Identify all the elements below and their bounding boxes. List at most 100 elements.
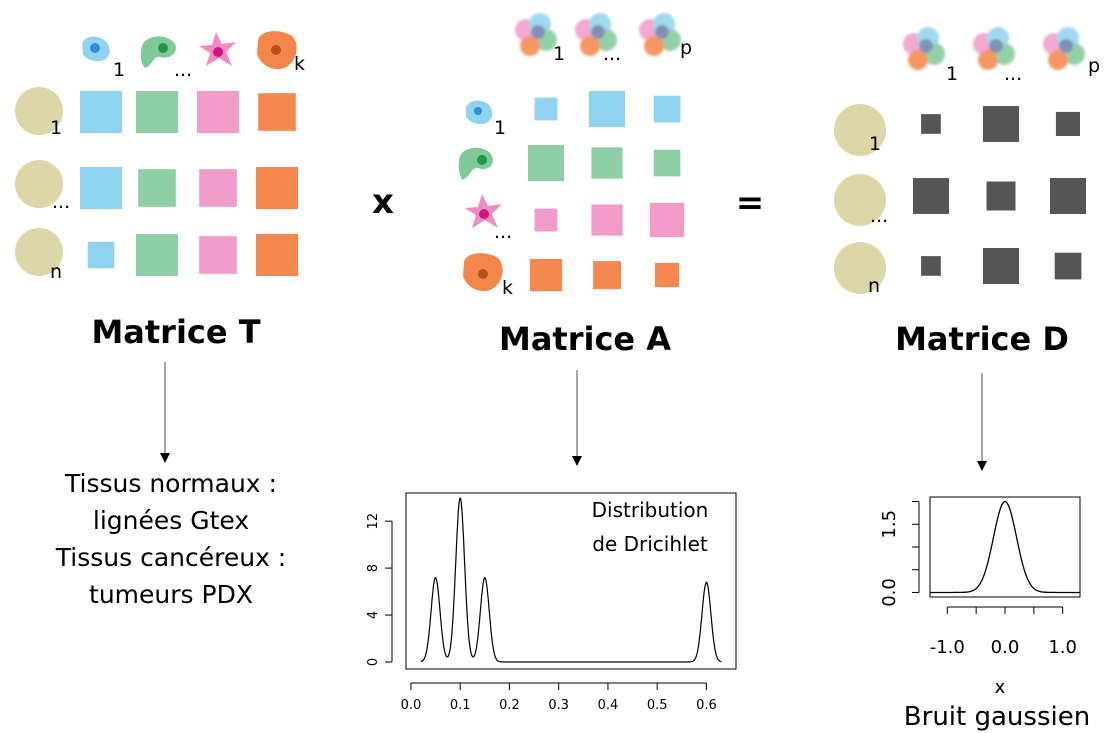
matrix-t-cell-0-1 bbox=[136, 91, 178, 133]
matrix-a-cell-1-2 bbox=[653, 149, 681, 177]
matrix-t-row-label-3: n bbox=[50, 261, 62, 283]
chart1-x-tick-label: 0.5 bbox=[647, 698, 668, 713]
multiply-operator: x bbox=[372, 182, 394, 222]
mixture-d1-icon bbox=[903, 27, 945, 70]
matrix-t-cells bbox=[80, 91, 298, 276]
chart2-x-tick-label: -1.0 bbox=[930, 637, 965, 658]
chart1-density-line bbox=[420, 497, 722, 663]
matrix-d-cell-2-1 bbox=[983, 248, 1019, 284]
matrix-d-col-label-3: p bbox=[1088, 55, 1100, 77]
sample-2-icon bbox=[15, 160, 63, 208]
matrix-a-col-label-2: ... bbox=[603, 43, 621, 65]
matrix-a-cells bbox=[528, 91, 685, 292]
cell-type-orange-icon bbox=[257, 31, 297, 70]
chart1-y-tick-label: 8 bbox=[366, 564, 381, 572]
matrix-a-row-label-1: 1 bbox=[494, 117, 506, 139]
matrix-a-cell-3-0 bbox=[529, 258, 563, 292]
matrix-t-group: 1 ... k 1 ... n Matrice T Tissus normaux… bbox=[15, 31, 305, 609]
matrix-d-cell-0-2 bbox=[1055, 111, 1080, 136]
matrix-d-cell-0-0 bbox=[921, 114, 941, 134]
matrix-t-cell-2-1 bbox=[136, 234, 178, 276]
chart1-x-tick-label: 0.1 bbox=[450, 698, 471, 713]
chart2-density-line bbox=[930, 500, 1080, 594]
matrix-a-cell-3-2 bbox=[654, 262, 679, 287]
matrix-a-title: Matrice A bbox=[499, 320, 671, 358]
matrix-a-cell-0-0 bbox=[534, 97, 558, 121]
matrix-d-title: Matrice D bbox=[895, 320, 1069, 358]
matrix-d-row-label-1: 1 bbox=[869, 133, 881, 155]
matrix-a-cell-1-0 bbox=[528, 145, 564, 181]
matrix-d-cell-1-1 bbox=[986, 181, 1016, 211]
matrix-d-cell-2-2 bbox=[1054, 252, 1082, 280]
matrix-t-desc-line-4: tumeurs PDX bbox=[89, 580, 253, 609]
chart2-x-tick-label: 0.0 bbox=[991, 637, 1020, 658]
matrix-a-cell-2-0 bbox=[534, 208, 558, 232]
matrix-t-col-label-2: ... bbox=[174, 59, 192, 81]
matrix-t-cell-0-2 bbox=[197, 91, 239, 133]
matrix-t-desc-line-1: Tissus normaux : bbox=[64, 469, 277, 498]
chart2-y-tick-label: 0.0 bbox=[879, 578, 900, 607]
matrix-t-desc-line-2: lignées Gtex bbox=[93, 506, 249, 535]
chart1-y-tick-label: 12 bbox=[366, 513, 381, 530]
chart1-x-tick-label: 0.2 bbox=[499, 698, 520, 713]
chart1-annotation-line-2: de Dricihlet bbox=[592, 532, 708, 556]
matrix-a-cell-1-1 bbox=[591, 147, 623, 179]
matrix-t-cell-2-2 bbox=[199, 236, 237, 274]
matrix-a-col-label-1: 1 bbox=[553, 43, 565, 65]
matrix-d-col-label-1: 1 bbox=[946, 63, 958, 85]
matrix-a-cell-0-1 bbox=[589, 91, 625, 127]
matrix-t-desc-line-3: Tissus cancéreux : bbox=[55, 543, 286, 572]
matrix-t-cell-1-3 bbox=[256, 167, 298, 209]
matrix-a-cell-2-2 bbox=[649, 202, 685, 238]
cell-type-blue-icon bbox=[82, 36, 110, 62]
cell-type-pink-icon bbox=[199, 32, 236, 66]
matrix-d-desc: Bruit gaussien bbox=[904, 702, 1090, 732]
chart1-y-tick-label: 0 bbox=[366, 658, 381, 666]
matrix-d-row-label-3: n bbox=[868, 275, 880, 297]
mixture-d2-icon bbox=[973, 27, 1015, 70]
mixture-1-icon bbox=[515, 13, 557, 56]
chart2-y-tick-label: 1.5 bbox=[879, 510, 900, 539]
chart1-y-tick-label: 4 bbox=[366, 611, 381, 619]
sample-n-icon bbox=[15, 228, 63, 276]
mixture-dp-icon bbox=[1043, 27, 1085, 70]
chart1-x-tick-label: 0.4 bbox=[598, 698, 619, 713]
row-cell-green-icon bbox=[458, 147, 494, 180]
matrix-a-row-label-2: ... bbox=[494, 221, 512, 243]
row-cell-pink-icon bbox=[465, 194, 502, 228]
matrix-t-cell-2-0 bbox=[87, 241, 115, 269]
cell-type-green-icon bbox=[140, 36, 176, 68]
matrix-a-col-label-3: p bbox=[680, 37, 692, 59]
matrix-t-cell-0-3 bbox=[258, 93, 296, 131]
matrix-t-col-label-1: 1 bbox=[113, 59, 125, 81]
row-cell-blue-icon bbox=[466, 100, 493, 125]
chart1-x-tick-label: 0.3 bbox=[548, 698, 569, 713]
matrix-d-col-label-2: ... bbox=[1004, 63, 1022, 85]
matrix-d-cell-2-0 bbox=[921, 256, 941, 276]
chart1-annotation-line-1: Distribution bbox=[592, 498, 709, 522]
matrix-d-row-label-2: ... bbox=[870, 205, 888, 227]
sample-dn-icon bbox=[834, 242, 886, 294]
chart2-xlabel: x bbox=[995, 677, 1006, 698]
chart2-frame bbox=[929, 496, 1081, 598]
sample-d2-icon bbox=[834, 174, 886, 226]
mixture-2-icon bbox=[575, 13, 617, 56]
mixture-p-icon bbox=[639, 13, 681, 56]
matrix-a-row-label-3: k bbox=[502, 277, 513, 299]
matrix-t-row-label-2: ... bbox=[52, 191, 70, 213]
matrix-t-cell-1-1 bbox=[138, 169, 176, 207]
sample-1-icon bbox=[15, 87, 63, 135]
chart1-x-tick-label: 0.6 bbox=[696, 698, 717, 713]
matrix-t-col-label-3: k bbox=[294, 53, 305, 75]
matrix-a-cell-2-1 bbox=[591, 204, 623, 236]
matrix-a-cell-3-1 bbox=[593, 261, 621, 289]
row-cell-orange-icon bbox=[463, 253, 503, 292]
matrix-t-row-label-1: 1 bbox=[50, 117, 62, 139]
matrix-a-group: 1 ... p 1 ... k bbox=[366, 13, 737, 713]
matrix-d-cell-1-2 bbox=[1050, 178, 1086, 214]
